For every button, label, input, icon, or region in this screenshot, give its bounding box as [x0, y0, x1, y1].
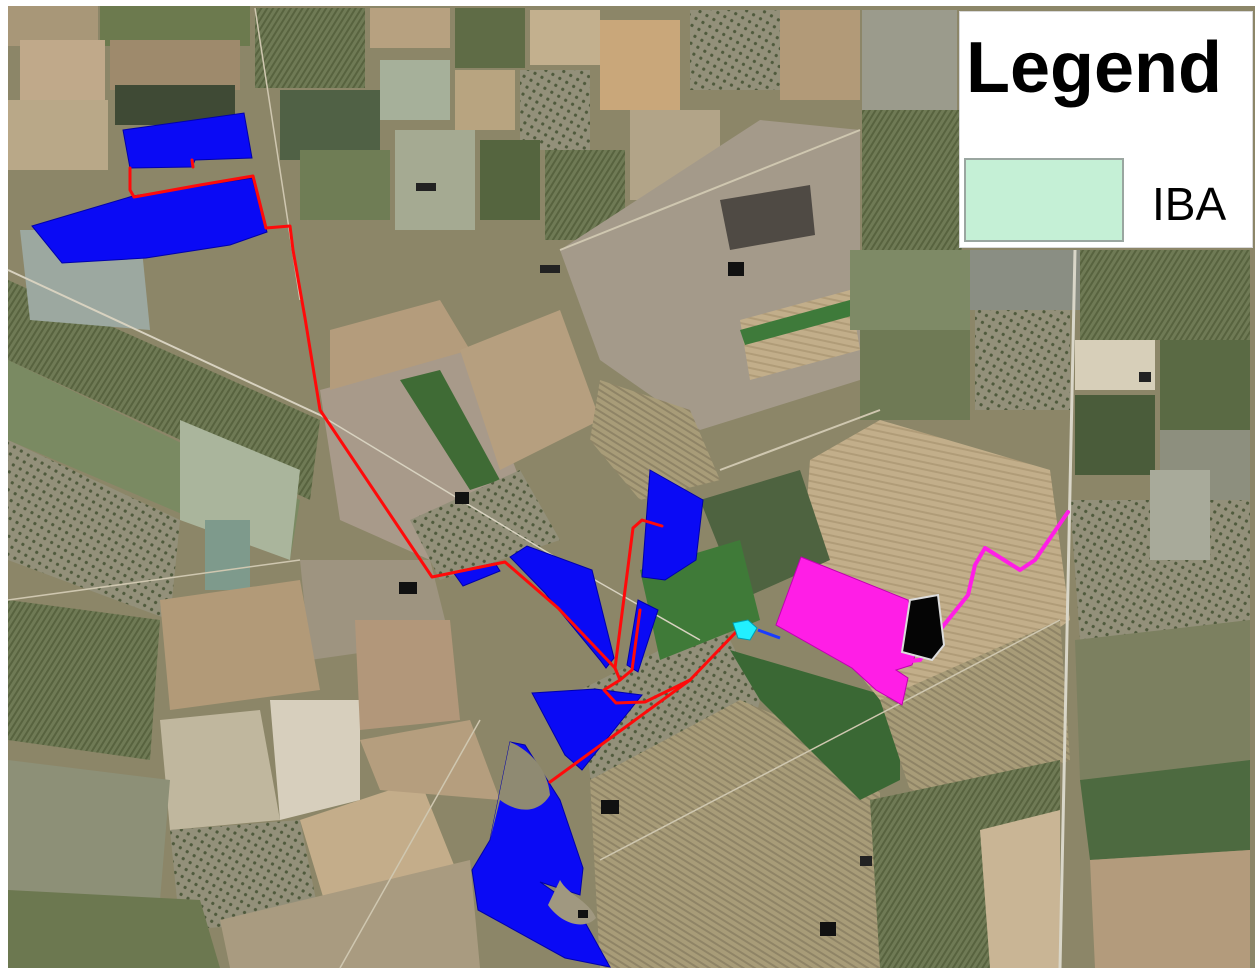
- plot-fan-east: [641, 469, 704, 581]
- legend-swatch-iba: [964, 158, 1124, 242]
- field-mosaic: [7, 6, 1250, 969]
- plot-cutouts: [490, 742, 596, 925]
- pumping-station: [732, 619, 781, 641]
- legend-label-iba: IBA: [1152, 178, 1227, 230]
- reservoir: [900, 593, 946, 662]
- legend-title: Legend: [966, 28, 1223, 108]
- secondary-system: [775, 510, 1070, 706]
- map-legend: Legend IBA: [959, 11, 1253, 248]
- plot-south-mid: [531, 688, 643, 771]
- main-pipeline: [128, 158, 740, 784]
- small-ponds: [399, 183, 1151, 936]
